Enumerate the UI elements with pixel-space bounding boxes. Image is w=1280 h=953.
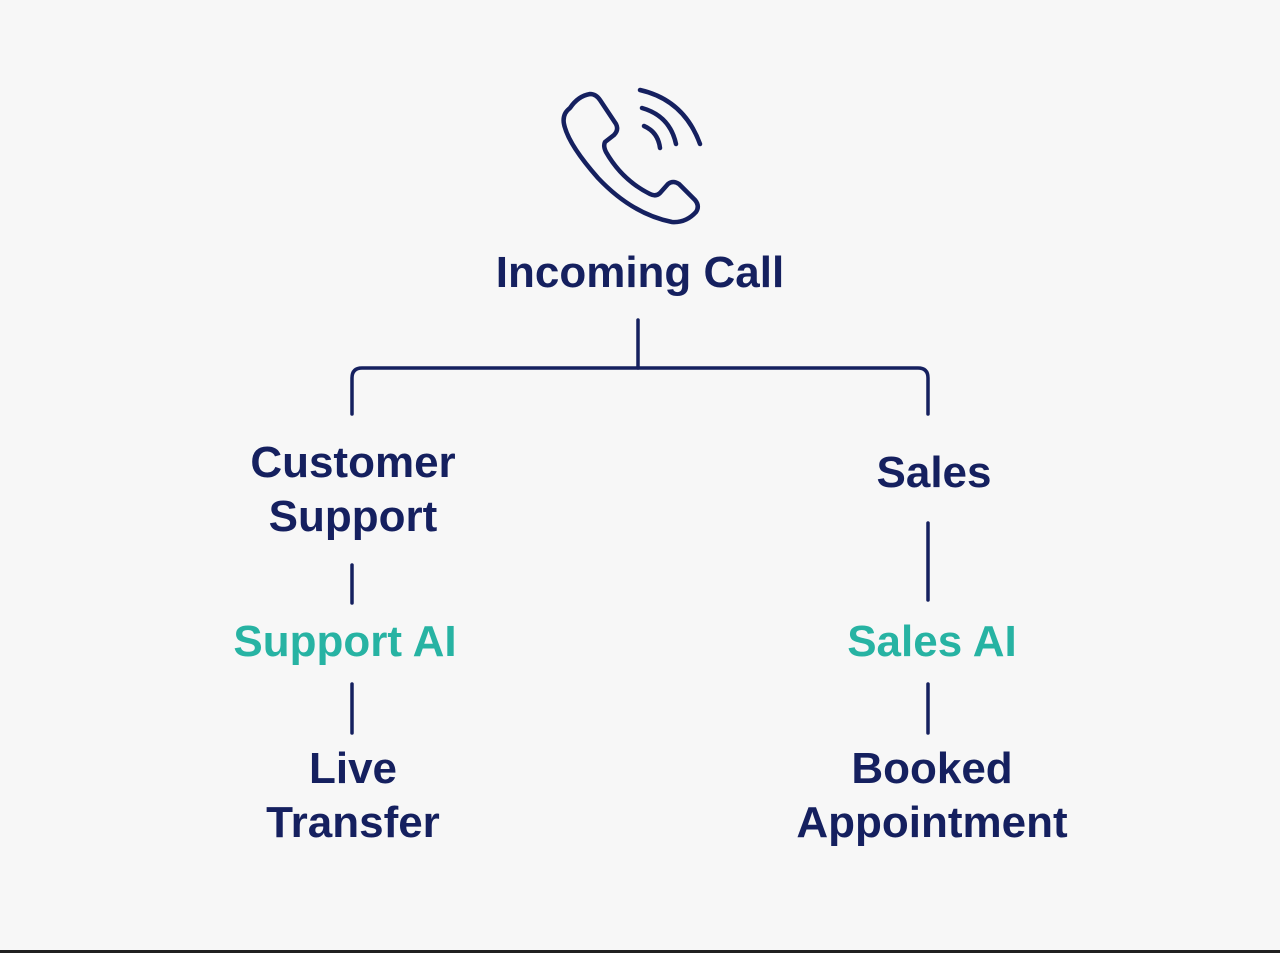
booked-appointment-node: Booked Appointment — [732, 742, 1132, 850]
sales-ai-node: Sales AI — [847, 617, 1017, 666]
bottom-divider — [0, 950, 1280, 953]
support-ai-node: Support AI — [233, 617, 457, 666]
incoming-call-label: Incoming Call — [495, 248, 785, 297]
live-transfer-line-2: Transfer — [266, 798, 440, 847]
branch-bracket — [350, 366, 930, 416]
sales-node: Sales — [784, 446, 1084, 500]
booked-appointment-line-2: Appointment — [796, 798, 1068, 847]
phone-ringing-icon — [556, 82, 712, 228]
customer-support-line-1: Customer — [250, 438, 456, 487]
booked-appointment-line-1: Booked — [851, 744, 1013, 793]
live-transfer-node: Live Transfer — [203, 742, 503, 850]
customer-support-line-2: Support — [268, 492, 438, 541]
sales-line-1: Sales — [876, 448, 992, 497]
customer-support-node: Customer Support — [203, 436, 503, 544]
live-transfer-line-1: Live — [308, 744, 398, 793]
